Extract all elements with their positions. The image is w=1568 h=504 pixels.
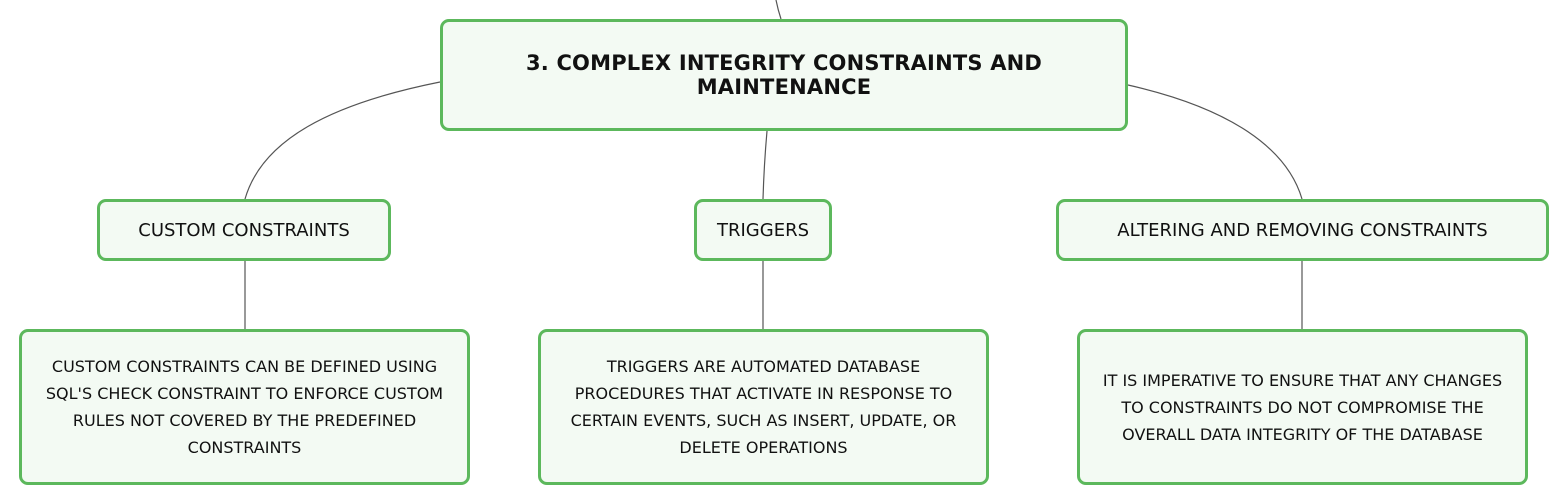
connector-root-to-altering-constraints <box>1127 84 1303 200</box>
detail-node-custom-constraints[interactable]: CUSTOM CONSTRAINTS CAN BE DEFINED USING … <box>19 329 470 485</box>
branch-node-label: ALTERING AND REMOVING CONSTRAINTS <box>1117 219 1488 241</box>
root-node-label: 3. COMPLEX INTEGRITY CONSTRAINTS AND MAI… <box>525 51 1043 99</box>
connector-root-to-custom-constraints <box>244 81 441 200</box>
detail-node-text: IT IS IMPERATIVE TO ENSURE THAT ANY CHAN… <box>1102 370 1503 444</box>
detail-node-text: TRIGGERS ARE AUTOMATED DATABASE PROCEDUR… <box>570 357 957 457</box>
detail-node-altering-removing-constraints[interactable]: IT IS IMPERATIVE TO ENSURE THAT ANY CHAN… <box>1077 329 1528 485</box>
connector-incoming <box>775 0 782 20</box>
branch-node-label: CUSTOM CONSTRAINTS <box>138 219 350 241</box>
root-node[interactable]: 3. COMPLEX INTEGRITY CONSTRAINTS AND MAI… <box>440 19 1128 131</box>
detail-node-text: CUSTOM CONSTRAINTS CAN BE DEFINED USING … <box>45 357 444 457</box>
branch-node-triggers[interactable]: TRIGGERS <box>694 199 832 261</box>
branch-node-label: TRIGGERS <box>716 219 809 241</box>
branch-node-custom-constraints[interactable]: CUSTOM CONSTRAINTS <box>97 199 391 261</box>
detail-node-triggers[interactable]: TRIGGERS ARE AUTOMATED DATABASE PROCEDUR… <box>538 329 989 485</box>
connector-root-to-triggers <box>762 130 768 200</box>
branch-node-altering-removing-constraints[interactable]: ALTERING AND REMOVING CONSTRAINTS <box>1056 199 1549 261</box>
